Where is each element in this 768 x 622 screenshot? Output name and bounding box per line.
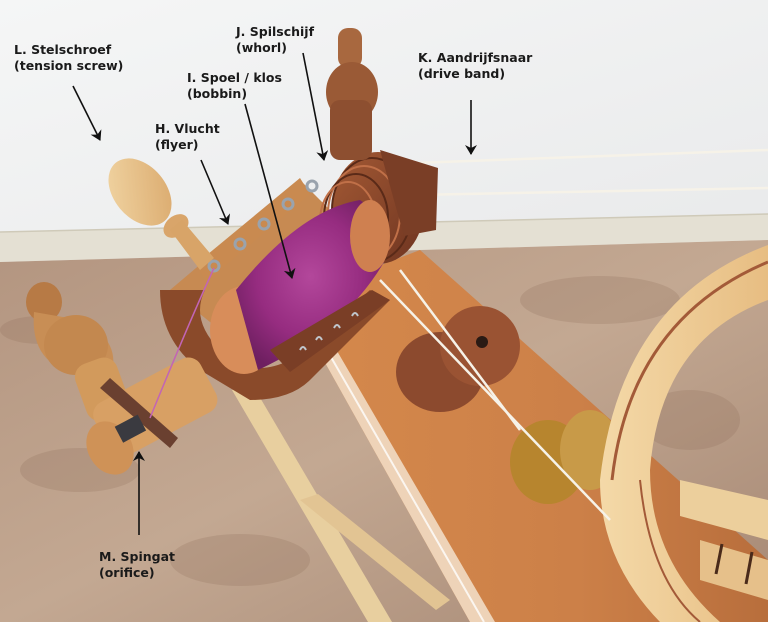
label-tension-screw-english: (tension screw)	[14, 58, 124, 73]
label-flyer-english: (flyer)	[155, 137, 199, 152]
label-bobbin: I. Spoel / klos (bobbin)	[187, 70, 282, 102]
label-flyer: H. Vlucht (flyer)	[155, 121, 220, 153]
label-bobbin-english: (bobbin)	[187, 86, 248, 101]
label-orifice-dutch: M. Spingat	[99, 549, 176, 564]
label-whorl: J. Spilschijf (whorl)	[236, 24, 314, 56]
label-whorl-english: (whorl)	[236, 40, 287, 55]
label-tension-screw: L. Stelschroef (tension screw)	[14, 42, 123, 74]
label-drive-band-english: (drive band)	[418, 66, 506, 81]
label-tension-screw-dutch: L. Stelschroef	[14, 42, 112, 57]
label-flyer-dutch: H. Vlucht	[155, 121, 220, 136]
label-drive-band-dutch: K. Aandrijfsnaar	[418, 50, 533, 65]
label-whorl-dutch: J. Spilschijf	[236, 24, 315, 39]
label-drive-band: K. Aandrijfsnaar (drive band)	[418, 50, 532, 82]
label-orifice-english: (orifice)	[99, 565, 155, 580]
label-orifice: M. Spingat (orifice)	[99, 549, 175, 581]
label-bobbin-dutch: I. Spoel / klos	[187, 70, 282, 85]
